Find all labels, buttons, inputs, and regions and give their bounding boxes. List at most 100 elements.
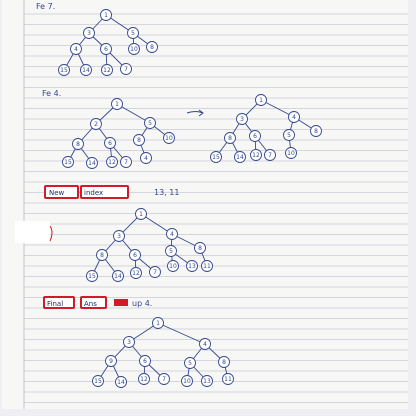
new-index-highlights: New index 13, 11 (44, 185, 179, 199)
tree-node-label: 8 (228, 135, 232, 142)
tree-node: 11 (222, 373, 234, 385)
tree-node-circle (288, 111, 300, 123)
tree-node-label: 4 (170, 231, 174, 238)
margin-whiteout (15, 221, 50, 243)
tree-node-circle (104, 137, 116, 149)
tree-node: 4 (140, 152, 152, 164)
tree-node-label: 3 (87, 30, 91, 37)
tree-node: 5 (144, 117, 156, 129)
tree-node: 10 (128, 43, 140, 55)
tree-node-label: 15 (88, 273, 96, 280)
tree-node-circle (80, 64, 92, 76)
tree-node-circle (184, 357, 196, 369)
tree-node-circle (123, 336, 135, 348)
tree-node-label: 11 (203, 263, 211, 270)
highlight-box-final (43, 296, 75, 309)
tree-node: 10 (181, 375, 193, 387)
tree-node-label: 7 (124, 159, 128, 166)
tree-node-label: 4 (144, 155, 148, 162)
tree-node-circle (120, 156, 132, 168)
tree-node-label: 3 (240, 116, 244, 123)
tree-node-circle (285, 147, 297, 159)
final-ans-suffix: up 4. (132, 299, 152, 308)
tree-node: 1 (152, 317, 164, 329)
tree-node-label: 7 (268, 152, 272, 159)
tree-node: 14 (234, 151, 246, 163)
tree-node-label: 4 (292, 114, 296, 121)
tree-node-circle (255, 94, 267, 106)
tree-node-label: 6 (253, 133, 257, 140)
final-ans-highlights: Final Ans up 4. (43, 296, 152, 309)
tree-node-label: 15 (212, 154, 220, 161)
tree-node: 8 (218, 356, 230, 368)
tree-node: 3 (113, 230, 125, 242)
tree-node: 5 (127, 27, 139, 39)
tree-node: 1 (111, 98, 123, 110)
tree-node: 7 (264, 149, 276, 161)
tree-node-circle (129, 249, 141, 261)
tree-node: 15 (92, 375, 104, 387)
tree-node: 3 (236, 113, 248, 125)
tree-node-circle (146, 41, 158, 53)
tree-node-circle (90, 118, 102, 130)
tree-node-label: 5 (188, 360, 192, 367)
tree-node-circle (115, 376, 127, 388)
tree-node: 12 (101, 64, 113, 76)
highlight-text-ans: Ans (84, 300, 97, 308)
tree-node: 1 (100, 9, 112, 21)
tree-node-label: 5 (148, 120, 152, 127)
tree-node-label: 12 (252, 152, 260, 159)
tree-node: 13 (186, 260, 198, 272)
heading-fe7: Fe 7. (36, 2, 55, 11)
tree-node: 12 (130, 267, 142, 279)
tree-node: 15 (86, 270, 98, 282)
tree-node: 8 (146, 41, 158, 53)
tree-node-circle (210, 151, 222, 163)
new-index-values: 13, 11 (154, 188, 179, 197)
tree-node: 7 (120, 156, 132, 168)
tree-node-label: 3 (117, 233, 121, 240)
tree-node-label: 10 (165, 135, 173, 142)
tree-node-label: 14 (117, 379, 125, 386)
tree-node-circle (165, 245, 177, 257)
heading-fe4: Fe 4. (42, 89, 61, 98)
tree-node-label: 5 (131, 30, 135, 37)
tree-edge (140, 213, 173, 235)
tree-node-circle (83, 27, 95, 39)
tree-node: 4 (166, 228, 178, 240)
tree-node-circle (128, 43, 140, 55)
tree-node-label: 5 (287, 132, 291, 139)
tree-node-circle (283, 129, 295, 141)
tree-node-circle (62, 156, 74, 168)
tree-node-label: 8 (100, 252, 104, 259)
tree-node-circle (140, 152, 152, 164)
tree-node: 6 (129, 249, 141, 261)
tree-node: 7 (120, 63, 132, 75)
tree-node-circle (113, 230, 125, 242)
tree-node: 5 (283, 129, 295, 141)
tree-node-label: 1 (259, 97, 263, 104)
tree-node: 14 (86, 157, 98, 169)
tree-node-label: 7 (124, 66, 128, 73)
tree-node: 6 (100, 43, 112, 55)
tree-node-circle (105, 355, 117, 367)
tree-node: 8 (310, 125, 322, 137)
tree-node-circle (96, 249, 108, 261)
highlight-box-new (44, 185, 79, 199)
tree-node-circle (167, 260, 179, 272)
tree-node-label: 13 (188, 263, 196, 270)
tree-node-label: 9 (109, 358, 113, 365)
tree-node-label: 8 (314, 128, 318, 135)
tree-node: 4 (288, 111, 300, 123)
tree-node: 12 (106, 156, 118, 168)
tree-node-label: 11 (224, 376, 232, 383)
tree-node: 14 (115, 376, 127, 388)
tree-node-circle (86, 157, 98, 169)
tree-node-circle (249, 130, 261, 142)
highlight-box-ans (80, 296, 107, 309)
tree-node-circle (101, 64, 113, 76)
tree-node: 14 (80, 64, 92, 76)
